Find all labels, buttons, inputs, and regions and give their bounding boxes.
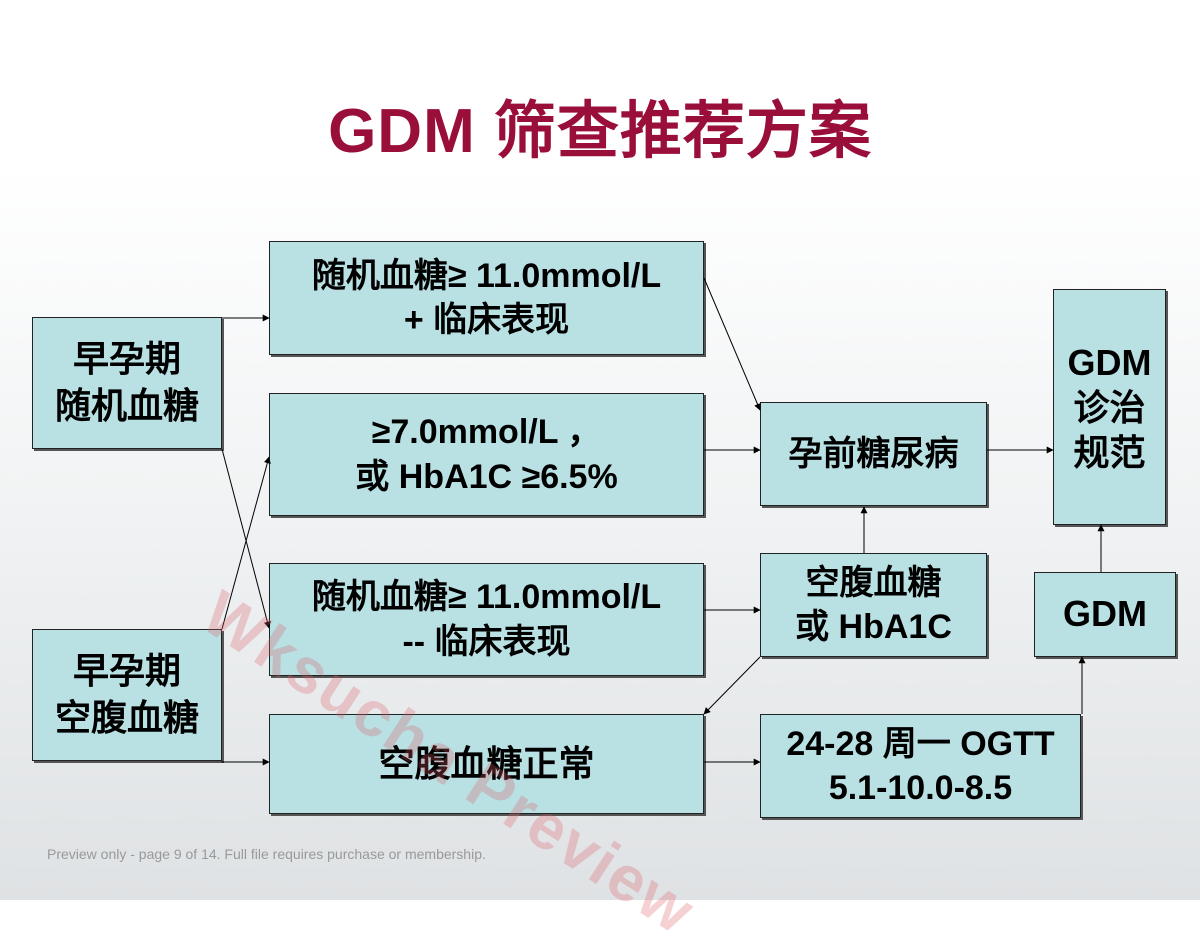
box-line: 诊治 bbox=[1073, 386, 1146, 428]
arrow-fasting-hba1c-to-fasting-normal bbox=[703, 656, 761, 715]
preview-footer: Preview only - page 9 of 14. Full file r… bbox=[47, 846, 486, 862]
box-line: -- 临床表现 bbox=[402, 622, 571, 661]
box-line: 随机血糖≥ 11.0mmol/L bbox=[311, 256, 662, 295]
box-line: 24-28 周一 OGTT bbox=[786, 724, 1055, 763]
box-early-fasting-glucose: 早孕期 空腹血糖 bbox=[32, 629, 222, 761]
box-line: 空腹血糖 bbox=[805, 563, 942, 602]
box-pregestational-diabetes: 孕前糖尿病 bbox=[760, 402, 987, 506]
box-line: 或 HbA1C bbox=[795, 608, 952, 646]
box-line: 或 HbA1C ≥6.5% bbox=[355, 457, 618, 496]
box-gdm-guideline: GDM 诊治 规范 bbox=[1053, 289, 1166, 525]
box-line: GDM bbox=[1067, 341, 1152, 383]
box-fasting-or-hba1c: 空腹血糖 或 HbA1C bbox=[760, 553, 987, 657]
box-line: 空腹血糖 bbox=[54, 697, 199, 738]
box-line: ≥7.0mmol/L ， bbox=[371, 413, 602, 452]
box-fasting-hba1c-threshold: ≥7.0mmol/L ， 或 HbA1C ≥6.5% bbox=[269, 393, 704, 516]
box-line: GDM bbox=[1063, 593, 1147, 635]
connector-arrows bbox=[221, 277, 1105, 766]
box-random-with-symptoms: 随机血糖≥ 11.0mmol/L + 临床表现 bbox=[269, 241, 704, 355]
box-line: 5.1-10.0-8.5 bbox=[828, 769, 1013, 807]
box-early-random-glucose: 早孕期 随机血糖 bbox=[32, 317, 222, 449]
box-line: 规范 bbox=[1073, 431, 1146, 473]
arrow-random-symptoms-to-pregestational bbox=[703, 277, 761, 411]
slide-title: GDM 筛查推荐方案 bbox=[328, 97, 872, 166]
box-line: 早孕期 bbox=[72, 338, 181, 380]
box-line: 早孕期 bbox=[72, 650, 181, 692]
arrow-early-fasting-to-fasting-normal bbox=[221, 758, 270, 766]
box-line: + 临床表现 bbox=[403, 301, 570, 339]
box-fasting-normal: 空腹血糖正常 bbox=[269, 714, 704, 814]
arrow-early-random-to-random-no-symptoms bbox=[221, 448, 271, 629]
box-gdm: GDM bbox=[1034, 572, 1176, 657]
box-line: 孕前糖尿病 bbox=[788, 434, 959, 473]
box-line: 空腹血糖正常 bbox=[378, 742, 595, 784]
box-ogtt: 24-28 周一 OGTT 5.1-10.0-8.5 bbox=[760, 714, 1081, 818]
box-line: 随机血糖 bbox=[54, 385, 199, 426]
box-random-without-symptoms: 随机血糖≥ 11.0mmol/L -- 临床表现 bbox=[269, 563, 704, 676]
box-line: 随机血糖≥ 11.0mmol/L bbox=[311, 578, 662, 617]
arrow-early-fasting-to-threshold bbox=[221, 456, 271, 630]
